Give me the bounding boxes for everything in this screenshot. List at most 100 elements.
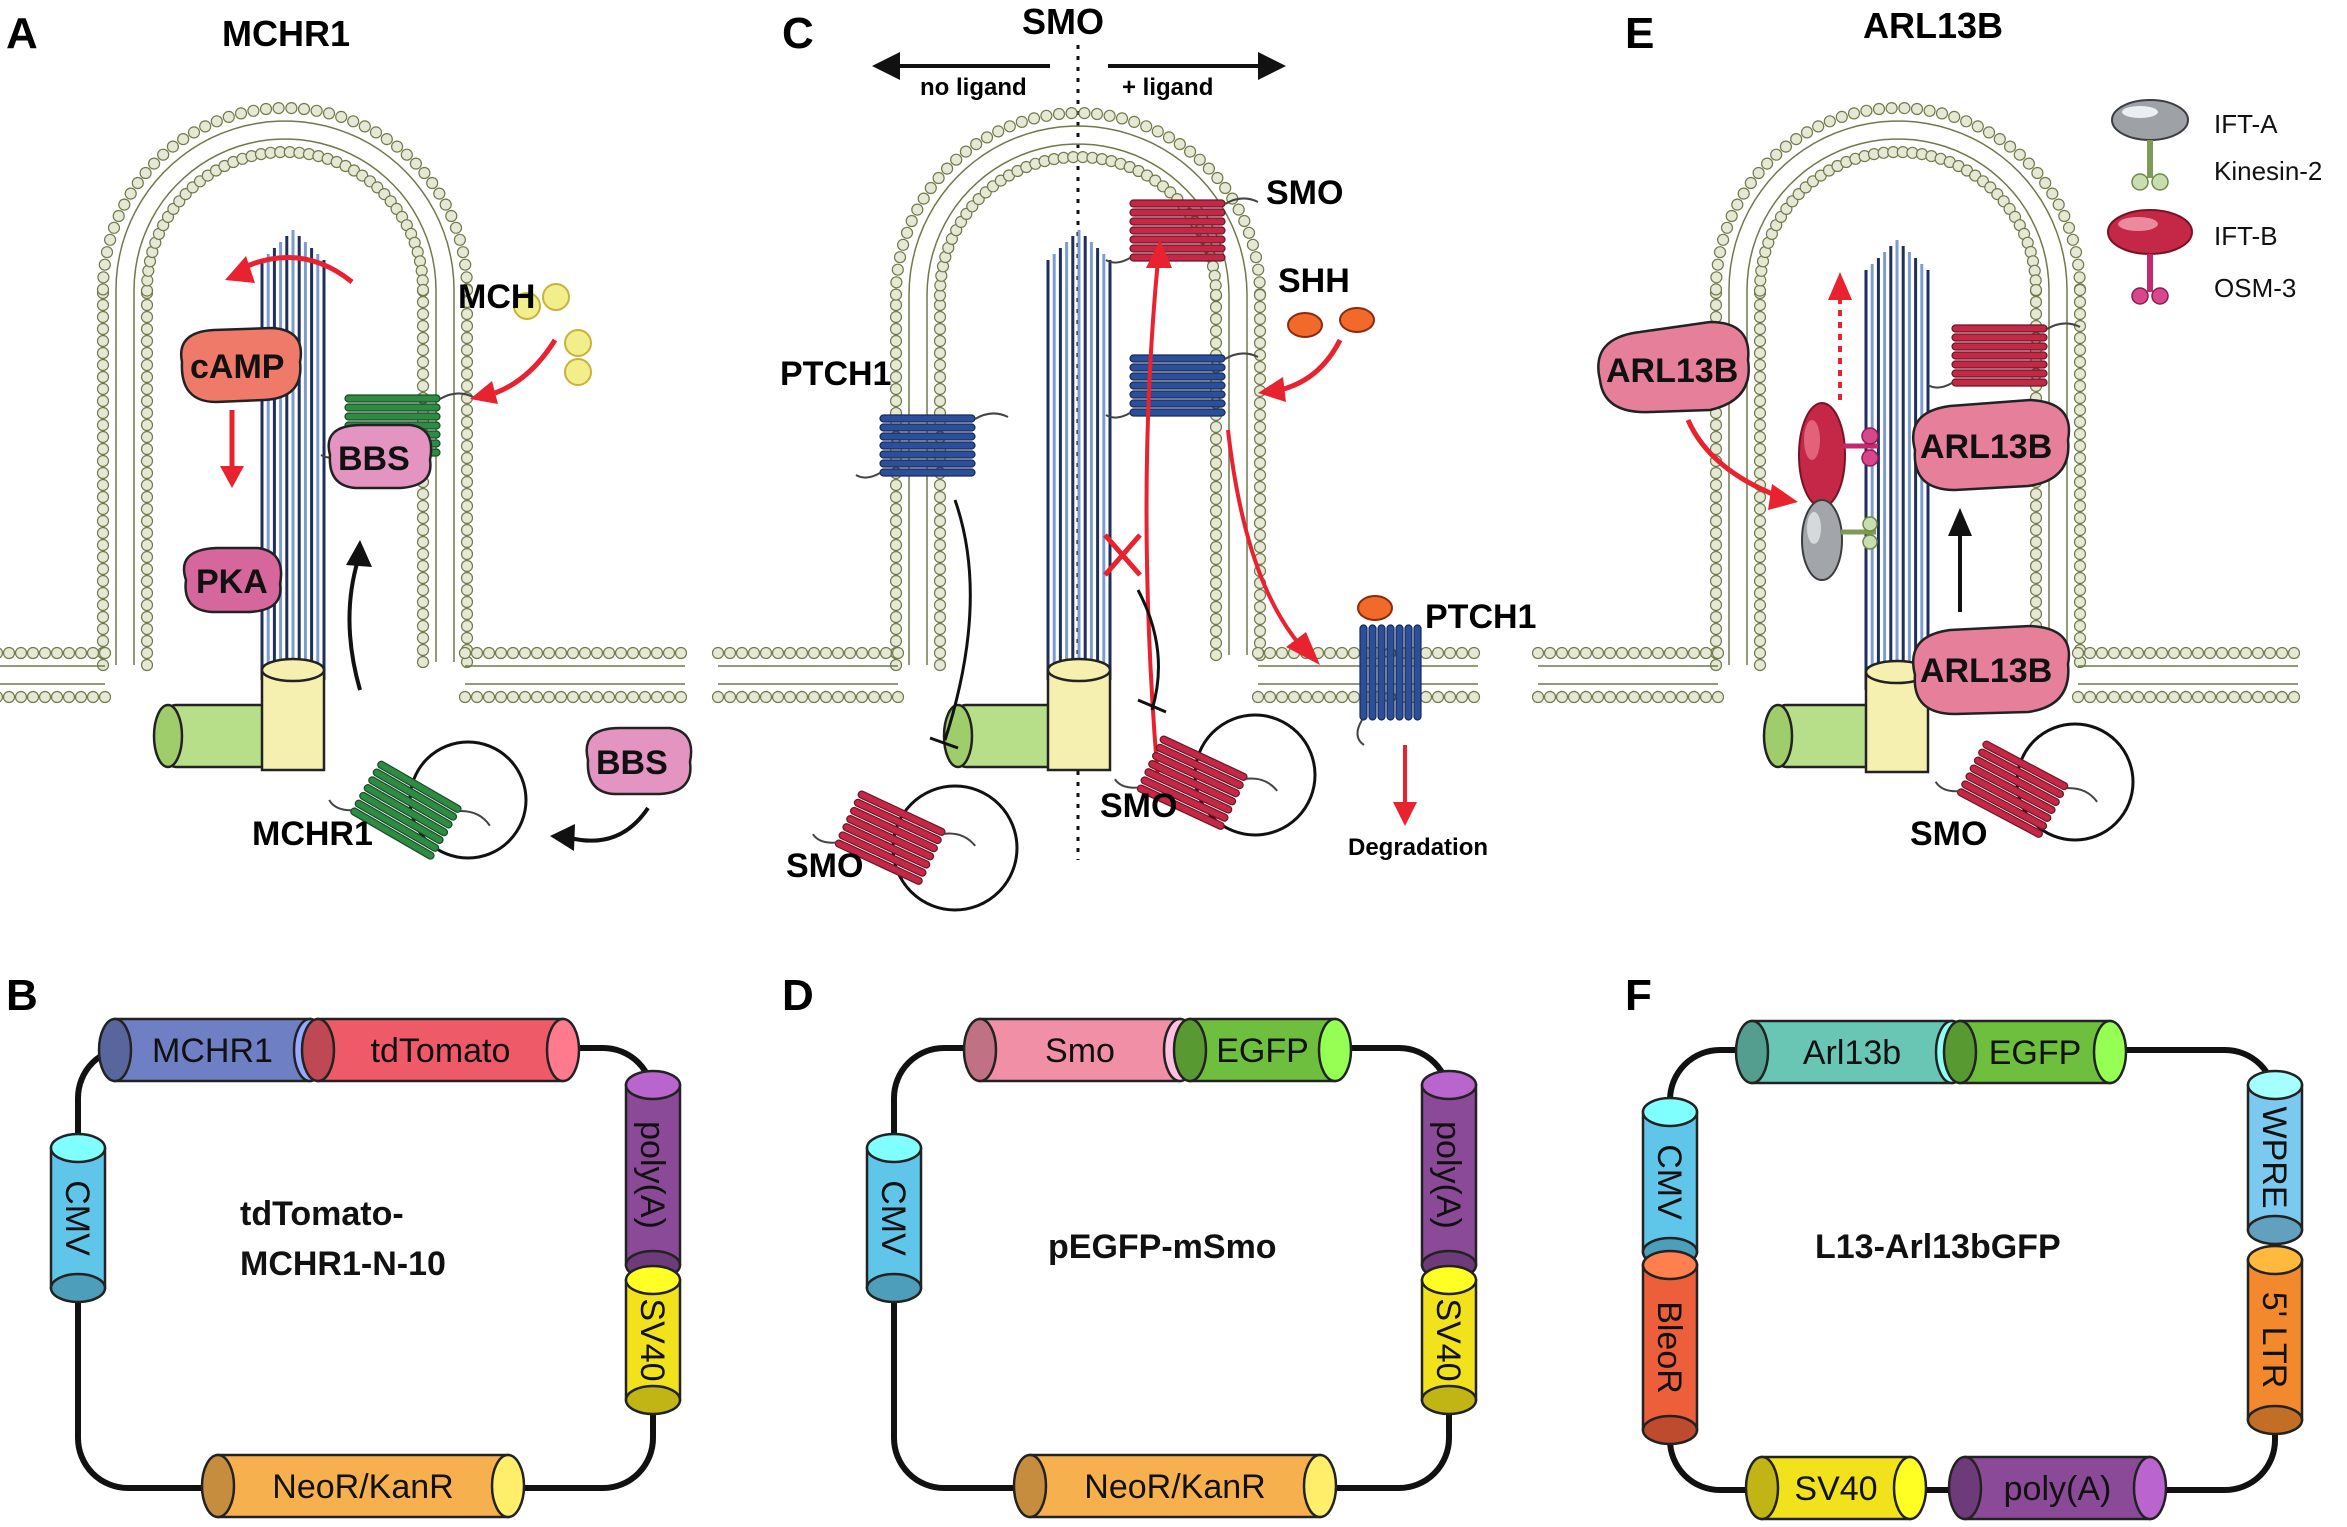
mch-ligands xyxy=(513,283,592,386)
cyl-b-cmv-label: CMV xyxy=(58,1180,96,1256)
panel-c-title: SMO xyxy=(1022,1,1104,42)
label-mchr1-bottom: MCHR1 xyxy=(252,815,373,853)
cyl-b-polya-label: poly(A) xyxy=(633,1121,671,1229)
axoneme-c xyxy=(1046,230,1112,680)
cyl-d-neo-label: NeoR/KanR xyxy=(1084,1468,1265,1506)
cyl-d-smo: Smo xyxy=(962,1017,1198,1083)
cyl-d-polya: poly(A) xyxy=(1420,1069,1478,1281)
label-degradation: Degradation xyxy=(1348,834,1488,861)
arl13b-blob-low: ARL13B xyxy=(1912,624,2071,716)
cyl-f-polya: poly(A) xyxy=(1947,1455,2168,1521)
label-smo-e: SMO xyxy=(1910,815,1987,853)
cyl-f-cmv-label: CMV xyxy=(1650,1144,1688,1220)
cyl-f-bleor-label: BleoR xyxy=(1650,1301,1688,1394)
ift-a-train-particle xyxy=(1801,499,1878,581)
label-shh: SHH xyxy=(1278,262,1350,300)
cyl-b-neo-label: NeoR/KanR xyxy=(272,1468,453,1506)
cyl-f-ltr: 5' LTR xyxy=(2246,1244,2304,1436)
plasmid-d-name: pEGFP-mSmo xyxy=(1048,1228,1277,1266)
cyl-f-arl13b: Arl13b xyxy=(1734,1019,1970,1085)
cyl-d-smo-label: Smo xyxy=(1045,1032,1115,1070)
cyl-f-sv40: SV40 xyxy=(1744,1455,1928,1521)
smo-receptor-e-membrane xyxy=(1927,322,2081,389)
cyl-b-mchr1-label: MCHR1 xyxy=(152,1032,273,1070)
panel-e-title: ARL13B xyxy=(1863,5,2003,46)
arl13b-blob-left: ARL13B xyxy=(1597,320,1750,414)
label-pka: PKA xyxy=(196,563,268,601)
pka-blob: PKA xyxy=(182,546,283,614)
cyl-d-sv40-label: SV40 xyxy=(1429,1298,1467,1381)
panel-d: D Smo EGFP poly(A) SV40 CMV NeoR/KanR pE… xyxy=(782,971,1478,1519)
smo-receptor-vesicle-right xyxy=(1114,735,1278,830)
plasmid-f-name: L13-Arl13bGFP xyxy=(1815,1228,2061,1266)
label-camp: cAMP xyxy=(190,348,284,386)
ift-a-legend-icon xyxy=(2111,99,2189,191)
cyl-f-arl13b-label: Arl13b xyxy=(1803,1034,1901,1072)
mchr1-receptor-vesicle xyxy=(328,760,491,860)
cyl-f-wpre-label: WPRE xyxy=(2255,1107,2293,1209)
label-arl13b-left: ARL13B xyxy=(1606,352,1738,390)
smo-receptor-e-vesicle xyxy=(1934,740,2098,838)
label-arl13b-mid: ARL13B xyxy=(1920,428,2052,466)
cyl-d-egfp-label: EGFP xyxy=(1216,1032,1309,1070)
cyl-b-mchr1: MCHR1 xyxy=(97,1017,328,1083)
label-arl13b-low: ARL13B xyxy=(1920,652,2052,690)
plasmid-b-name-2: MCHR1-N-10 xyxy=(240,1245,446,1283)
label-no-ligand: no ligand xyxy=(920,74,1027,101)
bbs-blob-cytoplasm: BBS xyxy=(585,726,693,796)
panel-letter-f: F xyxy=(1625,971,1652,1020)
cyl-b-neo: NeoR/KanR xyxy=(200,1453,526,1519)
cyl-f-ltr-label: 5' LTR xyxy=(2255,1292,2293,1389)
ift-b-train-particle xyxy=(1798,402,1879,508)
legend-ift-a: IFT-A xyxy=(2214,109,2278,139)
panel-letter-a: A xyxy=(6,9,38,58)
legend-osm-3: OSM-3 xyxy=(2214,273,2296,303)
cyl-b-cmv: CMV xyxy=(49,1132,107,1304)
legend-ift-b: IFT-B xyxy=(2214,221,2278,251)
label-plus-ligand: + ligand xyxy=(1122,74,1213,101)
cyl-b-sv40-label: SV40 xyxy=(633,1298,671,1381)
shh-ligands xyxy=(1287,307,1393,621)
panel-f: F Arl13b EGFP WPRE 5' LTR CMV BleoR SV40… xyxy=(1625,971,2304,1521)
ift-b-legend-icon xyxy=(2107,209,2193,305)
arl13b-blob-mid: ARL13B xyxy=(1912,398,2071,492)
cyl-f-cmv: CMV xyxy=(1641,1096,1699,1268)
plasmid-b-name-1: tdTomato- xyxy=(240,1195,404,1233)
panel-a: A MCHR1 MCH cAMP PKA xyxy=(0,9,693,860)
ptch1-receptor-bound xyxy=(1356,624,1422,746)
panel-e: E ARL13B SMO xyxy=(1531,5,2322,853)
label-ptch1-left: PTCH1 xyxy=(780,355,891,393)
label-ptch1-right: PTCH1 xyxy=(1425,598,1536,636)
cyl-d-sv40: SV40 xyxy=(1420,1264,1478,1416)
panel-letter-b: B xyxy=(6,971,38,1020)
ptch1-receptor-left xyxy=(855,412,1009,479)
smo-receptor-vesicle-left xyxy=(812,790,976,885)
legend-kinesin-2: Kinesin-2 xyxy=(2214,156,2322,186)
cyl-b-tdtomato: tdTomato xyxy=(300,1017,581,1083)
panel-a-title: MCHR1 xyxy=(222,13,350,54)
cyl-f-wpre: WPRE xyxy=(2246,1069,2304,1246)
panel-c: C SMO no ligand + ligand SMO SHH PTCH1 xyxy=(711,1,1536,912)
cyl-f-egfp: EGFP xyxy=(1942,1019,2128,1085)
label-bbs-1: BBS xyxy=(338,440,410,478)
label-mch: MCH xyxy=(458,278,535,316)
label-bbs-2: BBS xyxy=(596,744,668,782)
cyl-b-sv40: SV40 xyxy=(624,1264,682,1416)
panel-letter-d: D xyxy=(782,971,814,1020)
axoneme-a xyxy=(260,230,326,680)
basal-body-a xyxy=(152,657,326,772)
label-smo-top: SMO xyxy=(1266,174,1343,212)
smo-receptor-membrane-top xyxy=(1105,197,1259,264)
basal-body-c xyxy=(942,657,1112,772)
cyl-d-neo: NeoR/KanR xyxy=(1012,1453,1338,1519)
cyl-b-polya: poly(A) xyxy=(624,1069,682,1281)
panel-b: B MCHR1 tdTomato poly(A) SV40 CMV NeoR/K… xyxy=(6,971,682,1519)
cilium-membrane-a xyxy=(0,101,688,704)
label-smo-mid: SMO xyxy=(1100,787,1177,825)
cyl-d-cmv: CMV xyxy=(865,1132,923,1304)
cyl-f-polya-label: poly(A) xyxy=(2004,1470,2112,1508)
cyl-d-egfp: EGFP xyxy=(1172,1017,1353,1083)
camp-blob: cAMP xyxy=(179,326,303,404)
legend-e: IFT-A Kinesin-2 IFT-B OSM-3 xyxy=(2107,99,2322,305)
